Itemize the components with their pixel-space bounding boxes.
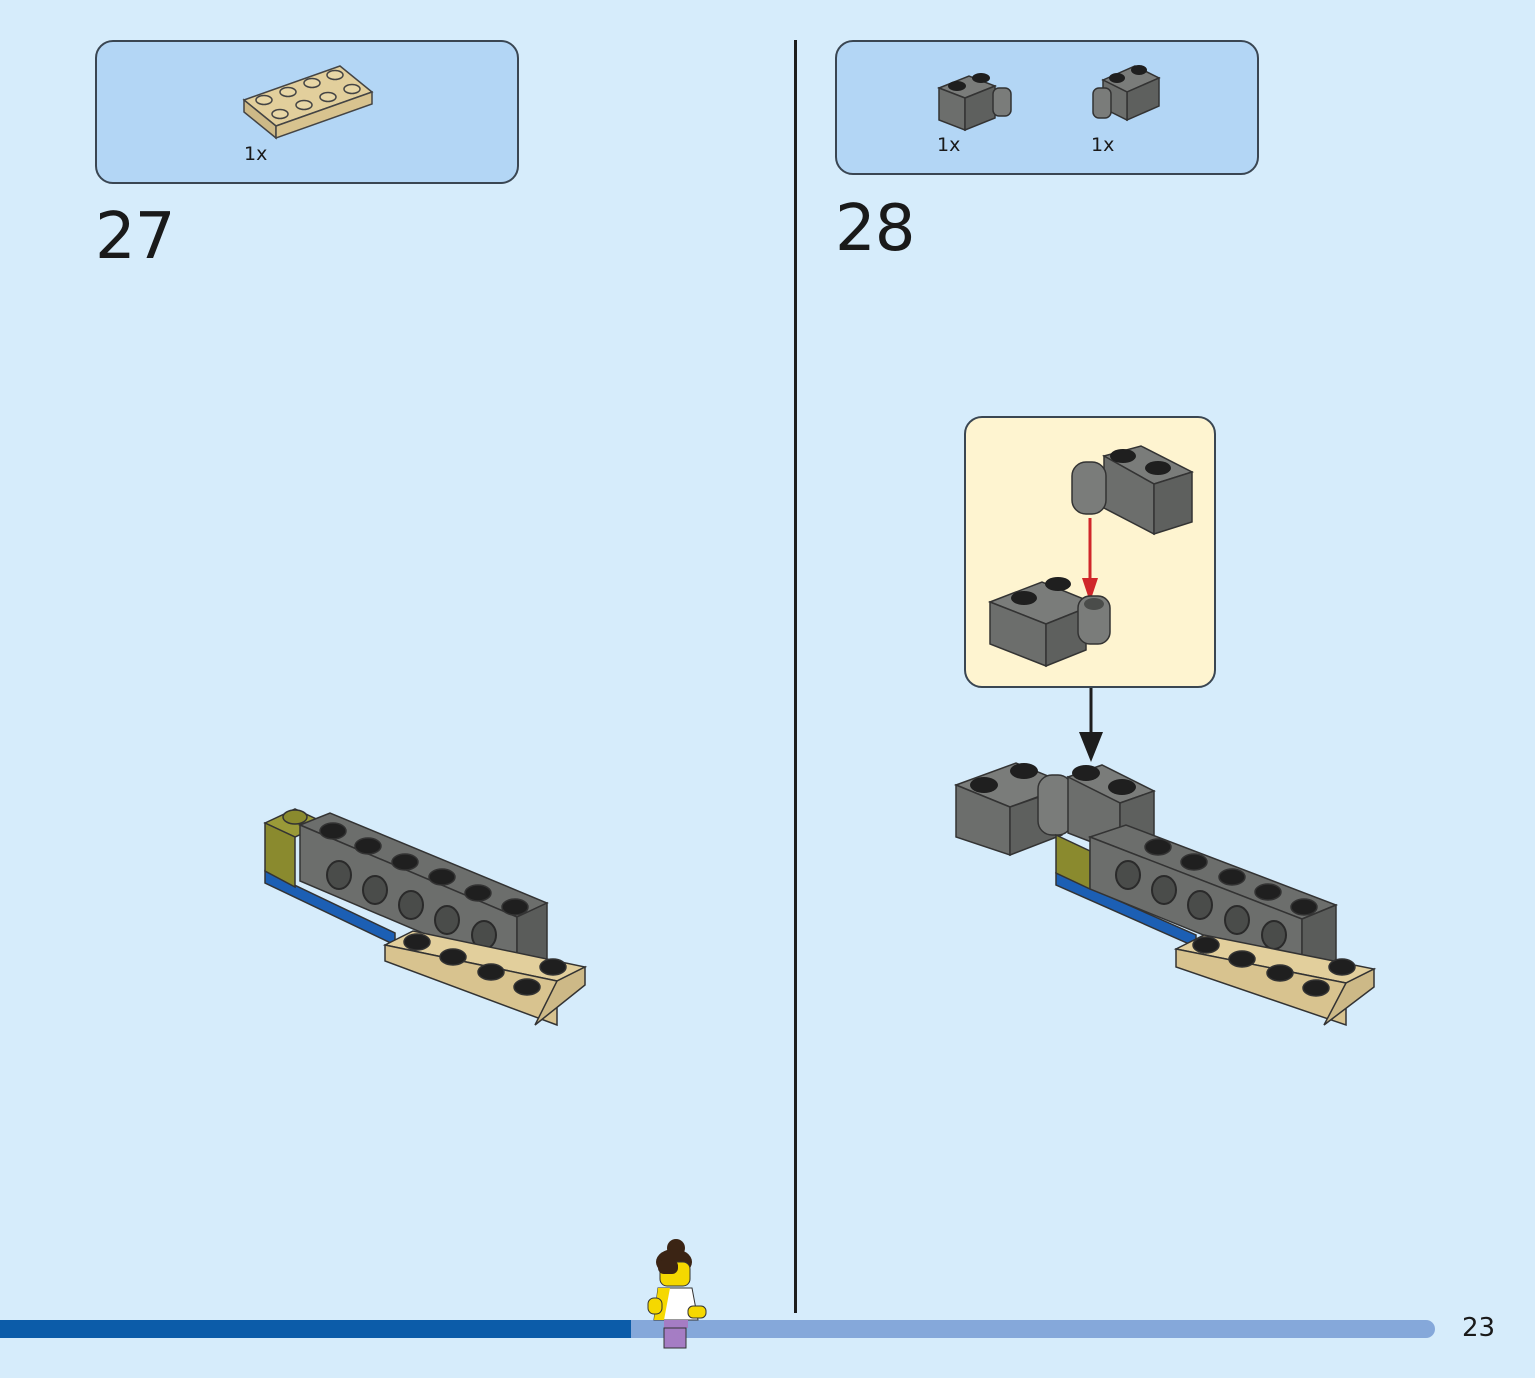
step-28-parts-box: 1x 1x — [835, 40, 1259, 175]
part-quantity: 1x — [244, 143, 268, 165]
part-quantity: 1x — [1091, 134, 1115, 156]
page-number: 23 — [1462, 1313, 1496, 1343]
step-divider — [794, 40, 797, 1313]
placement-arrow — [1079, 688, 1103, 762]
step-number: 27 — [95, 200, 175, 274]
hinge-assembly-illustration — [987, 445, 1194, 668]
hinge-brick-top-icon — [1092, 65, 1161, 122]
tan-plate-2x4-icon — [242, 65, 374, 140]
part-quantity: 1x — [937, 134, 961, 156]
step-27-assembly-illustration — [263, 808, 588, 1027]
sub-assembly-callout — [964, 416, 1216, 688]
progress-bar — [0, 1320, 1435, 1338]
progress-bar-fill — [0, 1320, 632, 1338]
step-27-parts-box: 1x — [95, 40, 519, 184]
hinge-brick-base-icon — [936, 73, 1012, 132]
step-28-assembly-illustration — [953, 762, 1377, 1027]
step-number: 28 — [835, 192, 915, 266]
minifigure-progress-icon — [647, 1239, 707, 1349]
